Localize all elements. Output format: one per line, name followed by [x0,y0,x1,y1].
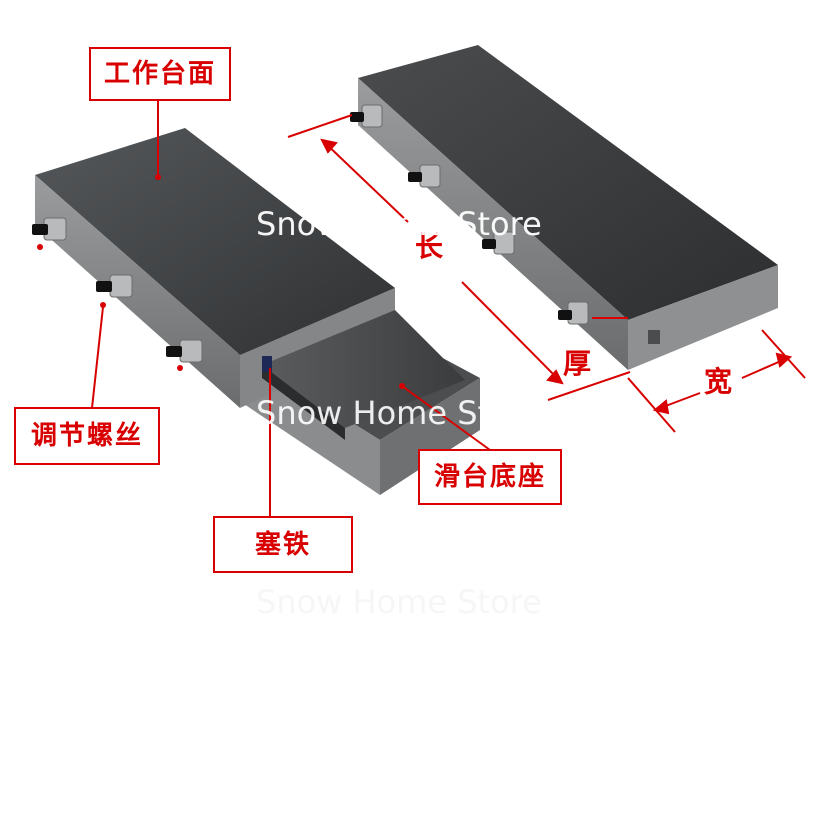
work-surface-top [35,128,395,355]
right-slide-block [350,45,778,370]
dimension-thickness-label: 厚 [563,347,592,380]
watermark-middle: Snow Home Store [256,394,542,432]
callout-adjust-screw: 调节螺丝 [14,407,160,465]
dimension-lines [287,114,806,433]
screw-2 [96,274,133,298]
screw-6 [482,231,515,255]
watermark-top: Snow Home Store [256,205,542,243]
gib-strip [262,310,465,428]
screw-5 [408,164,441,188]
dimension-width-label: 宽 [704,365,733,398]
callout-work-surface: 工作台面 [89,47,231,101]
right-block-top [358,45,778,320]
callout-gib: 塞铁 [213,516,353,573]
screw-3 [166,339,203,363]
gib-edge [262,365,345,440]
screw-7 [558,301,589,325]
right-block-end [628,265,778,370]
dimension-length-label: 长 [415,230,444,263]
watermark-bottom: Snow Home Store [256,583,542,621]
callout-slide-base: 滑台底座 [418,449,562,505]
screw-4 [350,104,383,128]
screw-1 [32,217,67,241]
right-block-front [358,78,628,370]
slide-base-right [380,378,480,495]
left-slide-assembly [32,128,480,495]
leader-lines [91,100,491,516]
gib-end [262,356,272,372]
